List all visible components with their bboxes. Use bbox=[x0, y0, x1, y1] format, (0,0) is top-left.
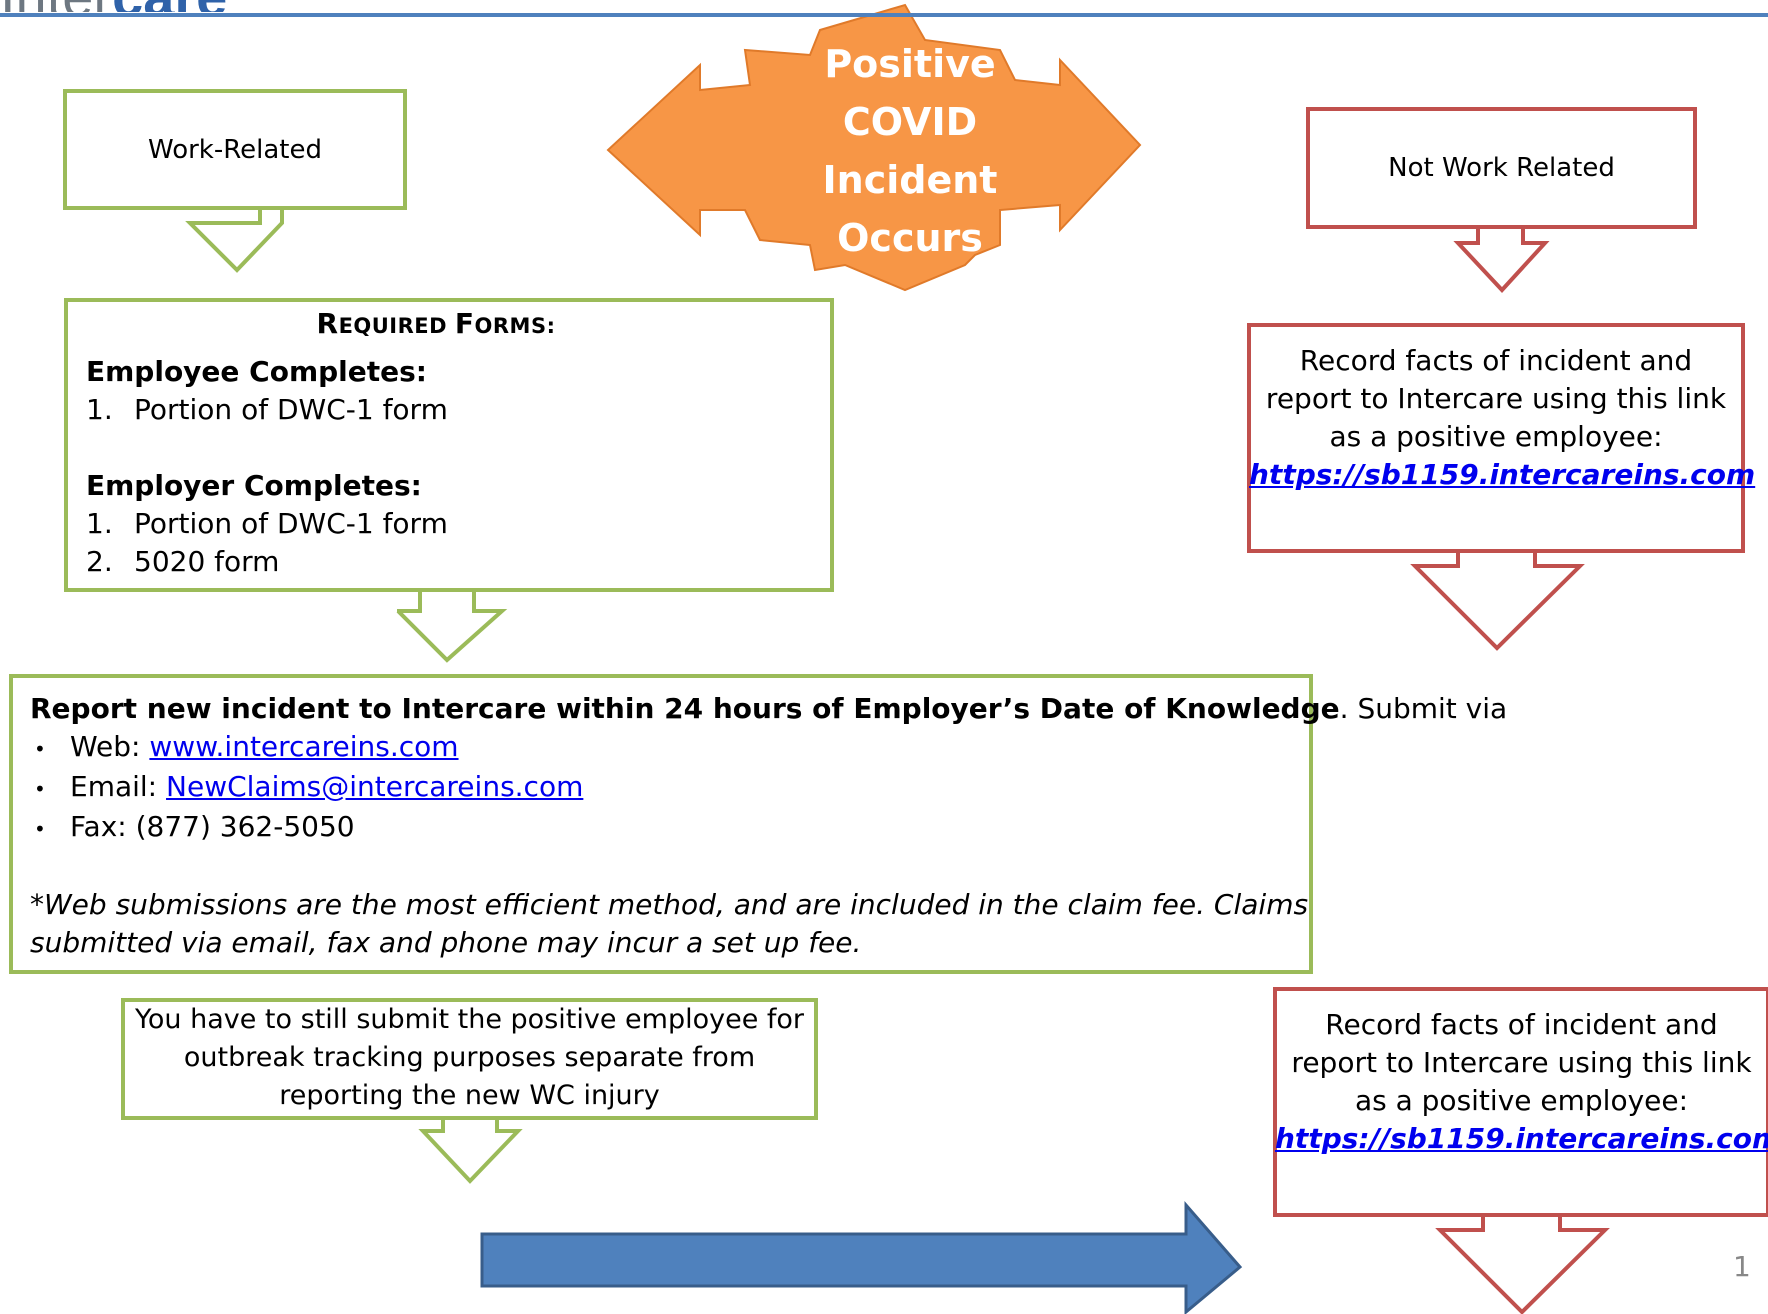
still-submit-box bbox=[121, 998, 818, 1120]
required-forms-content: REQUIRED FORMS: Employee Completes: 1.Po… bbox=[86, 305, 816, 581]
record-line: as a positive employee: bbox=[1354, 1084, 1689, 1117]
required-forms-box bbox=[64, 298, 834, 592]
report-incident-box bbox=[9, 674, 1313, 974]
list-item: •Email: NewClaims@intercareins.com bbox=[34, 770, 584, 803]
list-item: •Web: www.intercareins.com bbox=[34, 730, 459, 763]
record-top-box bbox=[1247, 323, 1745, 553]
burst-line: Positive bbox=[824, 42, 996, 86]
list-item: 1.Portion of DWC-1 form bbox=[86, 393, 448, 426]
positive-covid-burst bbox=[606, 3, 1142, 292]
work-related-label: Work-Related bbox=[65, 91, 405, 208]
employer-heading: Employer Completes: bbox=[86, 469, 422, 502]
sb1159-link[interactable]: https://sb1159.intercareins.com bbox=[1275, 1122, 1768, 1155]
email-link[interactable]: NewClaims@intercareins.com bbox=[166, 770, 584, 803]
report-incident-content: Report new incident to Intercare within … bbox=[30, 690, 1508, 962]
list-item: •Fax: (877) 362-5050 bbox=[34, 810, 355, 843]
not-work-related-label: Not Work Related bbox=[1308, 109, 1695, 227]
still-submit-down-arrow bbox=[418, 1116, 523, 1184]
list-item: 1.Portion of DWC-1 form bbox=[86, 507, 448, 540]
still-submit-line: You have to still submit the positive em… bbox=[134, 1004, 805, 1035]
sb1159-link[interactable]: https://sb1159.intercareins.com bbox=[1249, 458, 1756, 491]
still-submit-line: outbreak tracking purposes separate from bbox=[183, 1042, 756, 1073]
work-related-box bbox=[63, 89, 407, 210]
record-line: report to Intercare using this link bbox=[1265, 382, 1727, 415]
burst-line: Incident bbox=[822, 158, 998, 202]
web-submission-note: submitted via email, fax and phone may i… bbox=[30, 926, 862, 959]
burst-line: COVID bbox=[842, 100, 978, 144]
record-bottom-down-arrow bbox=[1435, 1213, 1610, 1314]
not-work-related-down-arrow bbox=[1453, 225, 1550, 293]
still-submit-line: reporting the new WC injury bbox=[279, 1080, 660, 1111]
record-line: Record facts of incident and bbox=[1325, 1008, 1718, 1041]
burst-line: Occurs bbox=[837, 216, 983, 260]
page-number: 1 bbox=[1733, 1250, 1751, 1283]
record-line: as a positive employee: bbox=[1329, 420, 1663, 453]
still-submit-content: You have to still submit the positive em… bbox=[123, 1001, 816, 1115]
record-bottom-content: Record facts of incident and report to I… bbox=[1275, 1006, 1768, 1158]
list-item: 2.5020 form bbox=[86, 545, 280, 578]
web-link[interactable]: www.intercareins.com bbox=[149, 730, 459, 763]
required-forms-title: REQUIRED FORMS: bbox=[316, 307, 556, 340]
record-line: Record facts of incident and bbox=[1299, 344, 1693, 377]
record-top-content: Record facts of incident and report to I… bbox=[1249, 342, 1755, 494]
work-related-down-arrow bbox=[185, 206, 284, 273]
report-lead: Report new incident to Intercare within … bbox=[30, 692, 1508, 725]
burst-label: Positive COVID Incident Occurs bbox=[800, 35, 1020, 267]
required-forms-down-arrow bbox=[396, 588, 508, 663]
intercare-logo: Intercare bbox=[0, 0, 227, 12]
not-work-related-text: Not Work Related bbox=[1388, 153, 1615, 183]
header-rule bbox=[0, 13, 1768, 17]
record-line: report to Intercare using this link bbox=[1291, 1046, 1752, 1079]
web-submission-note: *Web submissions are the most efficient … bbox=[30, 888, 1309, 921]
work-related-text: Work-Related bbox=[148, 134, 322, 165]
blue-right-arrow bbox=[480, 1200, 1243, 1314]
record-top-down-arrow bbox=[1410, 549, 1585, 651]
employee-heading: Employee Completes: bbox=[86, 355, 427, 388]
